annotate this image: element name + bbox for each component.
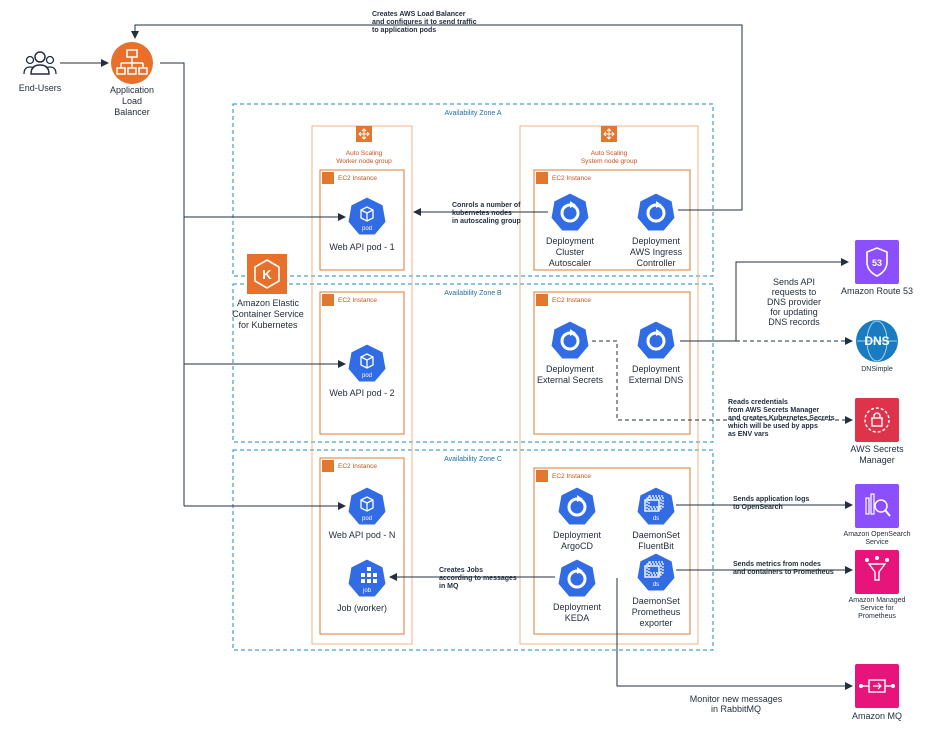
daemonset-icon: ds [636, 486, 676, 531]
keda-to-mq [616, 578, 853, 690]
ec2-worker-b [319, 291, 405, 435]
deployment-icon [550, 192, 590, 237]
pod2-label: Web API pod - 2 [329, 388, 395, 398]
dnsimple-label: DNSimple [861, 366, 893, 373]
svg-text:DNS: DNS [864, 334, 889, 348]
external-secrets-to-secrets-manager [592, 340, 853, 424]
dns-globe-icon: DNS [855, 319, 899, 363]
ec2-worker-a [319, 169, 405, 271]
pod-icon: pod [347, 486, 387, 531]
ingress-controller-label: Deployment AWS Ingress Controller [629, 236, 683, 268]
deployment-icon [636, 192, 676, 237]
secrets-manager-icon [855, 398, 899, 442]
eks-label: Amazon Elastic Container Service for Kub… [232, 298, 304, 330]
route53-icon: 53 [855, 240, 899, 284]
deployment-icon [557, 558, 597, 603]
ec2-system-b [533, 291, 691, 435]
ec2-chip-icon [536, 294, 548, 306]
svg-text:K: K [262, 267, 272, 282]
ec2-system-a [533, 169, 691, 271]
alb-label: Application Load Balancer [109, 85, 155, 117]
jobs-note: Creates Jobs according to messages in MQ [439, 567, 517, 590]
route53-label: Amazon Route 53 [840, 286, 914, 296]
logs-note: Sends application logs to OpenSearch [733, 496, 810, 511]
amazon-mq-label: Amazon MQ [851, 711, 902, 721]
svg-text:53: 53 [872, 258, 882, 268]
mq-note: Monitor new messages in RabbitMQ [689, 694, 783, 714]
availability-zone-a [232, 103, 714, 277]
ec2-label: EC2 Instance [552, 175, 592, 182]
eks-icon: K [247, 254, 287, 294]
opensearch-label: Amazon OpenSearch Service [843, 531, 911, 546]
ec2-chip-icon [322, 460, 334, 472]
ec2-label: EC2 Instance [338, 297, 378, 304]
external-secrets-label: Deployment External Secrets [536, 364, 604, 385]
ec2-chip-icon [322, 294, 334, 306]
keda-label: Deployment KEDA [552, 602, 602, 623]
external-dns-label: Deployment External DNS [628, 364, 684, 385]
ec2-label: EC2 Instance [338, 175, 378, 182]
prometheus-label: Amazon Managed Service for Prometheus [848, 597, 906, 620]
zone-a-title: Availability Zone A [444, 110, 502, 117]
pod-icon: pod [347, 343, 387, 388]
svg-text:pod: pod [362, 226, 372, 232]
secrets-manager-label: AWS Secrets Manager [850, 444, 904, 465]
ec2-worker-c [319, 457, 405, 635]
opensearch-icon [855, 484, 899, 528]
auto-scaling-icon [356, 126, 372, 142]
ec2-chip-icon [536, 470, 548, 482]
fluentbit-label: DaemonSet FluentBit [632, 530, 680, 551]
svg-text:ds: ds [653, 582, 659, 588]
prometheus-icon [855, 550, 899, 594]
ec2-chip-icon [322, 172, 334, 184]
argocd-label: Deployment ArgoCD [552, 530, 602, 551]
job-icon: job [347, 558, 387, 603]
ec2-label: EC2 Instance [338, 463, 378, 470]
load-balancer-icon [110, 41, 154, 85]
ingress-to-alb [131, 24, 743, 211]
worker-group-label: Auto Scaling Worker node group [336, 150, 392, 165]
cluster-autoscaler-label: Deployment Cluster Autoscaler [545, 236, 595, 268]
availability-zone-c [232, 449, 714, 651]
job-label: Job (worker) [336, 603, 387, 613]
amazon-mq-icon [855, 664, 899, 708]
ec2-chip-icon [536, 172, 548, 184]
ec2-label: EC2 Instance [552, 297, 592, 304]
end-users-label: End-Users [18, 83, 62, 93]
auto-scaling-icon [601, 126, 617, 142]
svg-text:job: job [362, 588, 372, 594]
alb-config-note: Creates AWS Load Balancer and configures… [372, 11, 477, 34]
deployment-icon [636, 320, 676, 365]
system-group-label: Auto Scaling System node group [580, 150, 638, 165]
dns-note: Sends API requests to DNS provider for u… [766, 277, 822, 327]
zone-b-title: Availability Zone B [444, 290, 502, 297]
svg-text:ds: ds [653, 516, 659, 522]
daemonset-icon: ds [636, 552, 676, 597]
pod1-label: Web API pod - 1 [329, 242, 395, 252]
secrets-note: Reads credentials from AWS Secrets Manag… [728, 399, 835, 438]
pod-icon: pod [347, 196, 387, 241]
availability-zone-b [232, 283, 714, 443]
deployment-icon [557, 486, 597, 531]
users-icon [23, 47, 57, 81]
alb-to-pods-trunk [160, 62, 185, 506]
zone-c-title: Availability Zone C [444, 456, 502, 463]
svg-text:pod: pod [362, 373, 372, 379]
ec2-label: EC2 Instance [552, 473, 592, 480]
ec2-system-c [533, 467, 691, 635]
metrics-note: Sends metrics from nodes and containers … [733, 561, 834, 576]
prometheus-exporter-label: DaemonSet Prometheus exporter [631, 596, 681, 628]
deployment-icon [550, 320, 590, 365]
podn-label: Web API pod - N [328, 530, 396, 540]
autoscaler-note: Conrols a number of kubernetes nodes in … [452, 202, 521, 225]
svg-text:pod: pod [362, 516, 372, 522]
